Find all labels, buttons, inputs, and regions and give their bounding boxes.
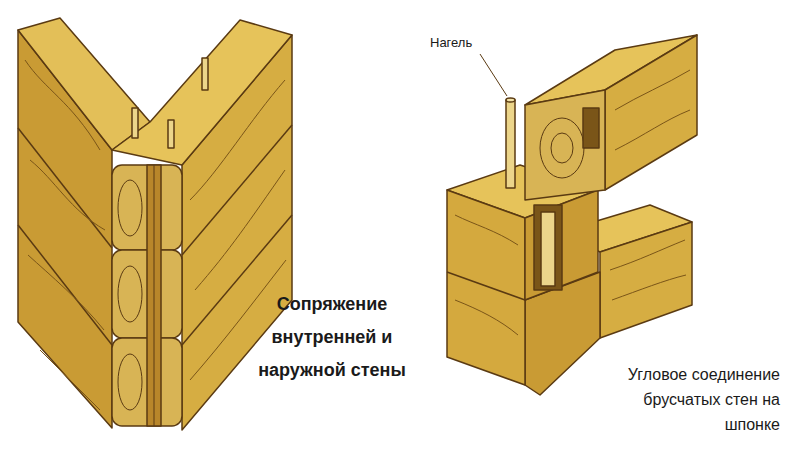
- wood-grain: [615, 70, 690, 150]
- slot: [583, 108, 599, 148]
- dowel: [202, 58, 208, 90]
- wood-grain: [610, 240, 686, 300]
- growth-ring: [118, 354, 142, 410]
- corner-joint: [447, 35, 697, 395]
- beam-side: [525, 190, 598, 300]
- slot: [534, 205, 562, 290]
- growth-ring: [118, 180, 142, 236]
- beam-end: [525, 90, 605, 200]
- wall-top: [18, 18, 150, 150]
- caption-text: Сопряжение внутренней и наружной стены: [248, 288, 416, 387]
- spline: [541, 212, 555, 286]
- dowel: [132, 108, 138, 138]
- log-seam: [18, 225, 112, 345]
- dowel: [168, 120, 174, 148]
- wall-top: [112, 20, 292, 165]
- dowel: [506, 100, 515, 188]
- leader-line: [480, 54, 507, 96]
- beam-face: [447, 190, 525, 385]
- part-label: Нагель: [430, 35, 510, 51]
- growth-ring: [551, 133, 573, 163]
- beam-face: [605, 35, 697, 190]
- log-seam: [447, 272, 525, 300]
- dowel-top: [506, 98, 515, 102]
- caption-text: Угловое соединение брусчатых стен на шпо…: [588, 362, 780, 437]
- log-seam: [182, 215, 292, 345]
- wall-junction: [18, 18, 292, 430]
- groove: [147, 165, 161, 426]
- growth-ring: [540, 118, 584, 178]
- groove-line: [154, 165, 155, 426]
- wood-grain: [455, 215, 518, 335]
- growth-ring: [118, 266, 142, 322]
- beam-face: [600, 222, 692, 338]
